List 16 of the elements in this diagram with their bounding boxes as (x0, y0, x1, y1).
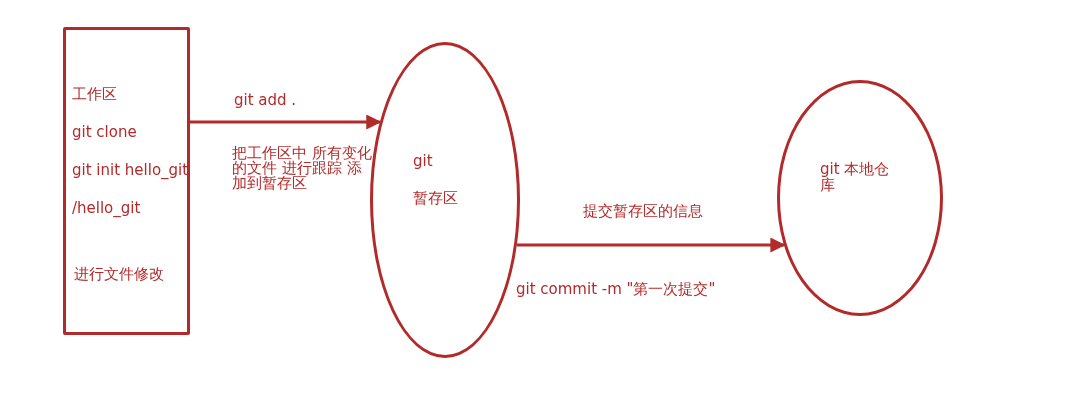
workspace-box (63, 27, 190, 335)
arrow (190, 114, 382, 130)
edge-label: 提交暂存区的信息 (583, 203, 703, 219)
node-text: git clone (72, 124, 137, 140)
arrow (516, 237, 786, 253)
ellipse (777, 80, 943, 316)
node-text: 工作区 (72, 86, 117, 102)
annotation-text: 把工作区中 所有变化的文件 进行跟踪 添加到暂存区 (232, 146, 372, 191)
node-text: git init hello_git (72, 162, 189, 178)
annotation-text: git commit -m "第一次提交" (516, 281, 716, 297)
edge-label: git add . (234, 92, 297, 108)
node-text: 进行文件修改 (74, 266, 164, 282)
node-text: 暂存区 (413, 190, 458, 206)
node-text: git 本地仓库 (820, 161, 890, 193)
node-text: /hello_git (72, 200, 141, 216)
node-text: git (413, 153, 433, 169)
